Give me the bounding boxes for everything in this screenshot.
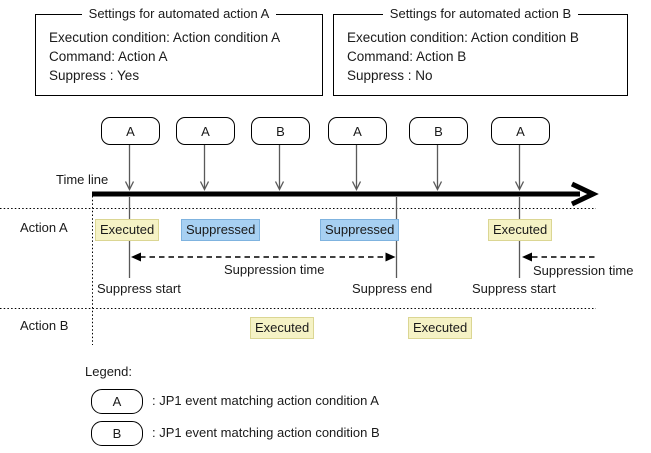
action-a-suppressed-badge-2: Suppressed (320, 219, 400, 241)
suppress-start-label-right: Suppress start (472, 281, 556, 296)
down-arrowhead-icon (274, 181, 285, 191)
left-arrowhead-icon (131, 252, 141, 262)
event-bubble-2: A (176, 117, 235, 145)
settings-box-a-body: Execution condition: Action condition A … (36, 15, 322, 85)
right-arrowhead-icon (385, 252, 396, 262)
legend-heading: Legend: (85, 364, 132, 379)
settings-box-a-title-text: Settings for automated action A (81, 6, 277, 21)
action-b-executed-badge-1: Executed (250, 317, 315, 339)
action-b-executed-badge-2: Executed (408, 317, 473, 339)
settings-box-action-b: Settings for automated action B Executio… (333, 6, 628, 96)
down-arrowhead-icon (124, 181, 135, 191)
event-bubble-1: A (101, 117, 160, 145)
settings-box-b-body: Execution condition: Action condition B … (334, 15, 627, 85)
suppression-time-label-right: Suppression time (533, 263, 634, 278)
execution-condition-line: Execution condition: Action condition B (347, 30, 579, 45)
action-b-row-label: Action B (20, 318, 69, 333)
suppress-line: Suppress : Yes (49, 68, 140, 83)
execution-condition-line: Execution condition: Action condition A (49, 30, 281, 45)
suppress-end-label: Suppress end (352, 281, 433, 296)
suppress-line: Suppress : No (347, 68, 433, 83)
settings-box-b-title-text: Settings for automated action B (382, 6, 579, 21)
suppress-start-label: Suppress start (97, 281, 181, 296)
event-bubble-4: A (328, 117, 387, 145)
settings-box-action-a: Settings for automated action A Executio… (35, 6, 323, 96)
legend-event-a-text: : JP1 event matching action condition A (152, 393, 379, 408)
suppression-time-label: Suppression time (224, 262, 325, 277)
action-a-row-label: Action A (20, 220, 68, 235)
legend-event-b-bubble: B (91, 421, 143, 446)
timeline-label: Time line (56, 172, 109, 187)
event-arrows (124, 144, 525, 191)
down-arrowhead-icon (199, 181, 210, 191)
timeline-arrowhead-icon (570, 181, 599, 207)
command-line: Command: Action A (49, 49, 168, 64)
down-arrowhead-icon (351, 181, 362, 191)
action-a-executed-badge-2: Executed (488, 219, 553, 241)
legend-event-a-bubble: A (91, 389, 143, 414)
down-arrowhead-icon (514, 181, 525, 191)
settings-box-b-title: Settings for automated action B (334, 6, 627, 22)
action-a-executed-badge-1: Executed (95, 219, 160, 241)
event-bubble-3: B (251, 117, 310, 145)
event-bubble-6: A (491, 117, 550, 145)
command-line: Command: Action B (347, 49, 467, 64)
settings-box-a-title: Settings for automated action A (36, 6, 322, 22)
event-bubble-5: B (409, 117, 468, 145)
action-a-suppressed-badge-1: Suppressed (181, 219, 261, 241)
down-arrowhead-icon (432, 181, 443, 191)
legend-event-b-text: : JP1 event matching action condition B (152, 425, 380, 440)
left-arrowhead-icon (522, 252, 532, 262)
